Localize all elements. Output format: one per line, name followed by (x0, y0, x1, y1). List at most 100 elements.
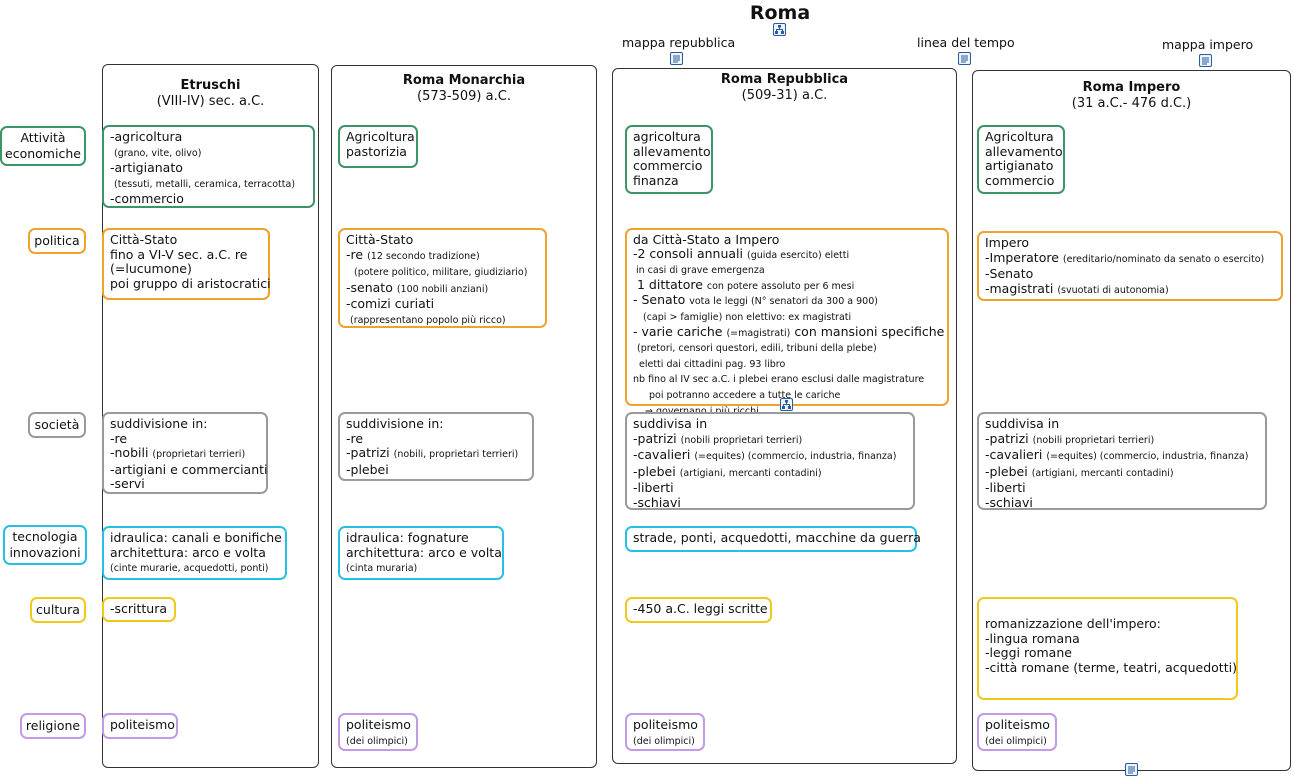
text-line: idraulica: fognature (346, 530, 469, 545)
text-line: Città-Stato (346, 232, 414, 247)
column-header-monarchia: Roma Monarchia (573-509) a.C. (331, 73, 597, 105)
repubblica-politica-box[interactable]: da Città-Stato a Impero -2 consoli annua… (625, 228, 949, 417)
sub-map-icon[interactable] (780, 398, 793, 411)
text-note: (dei olimpici) (346, 735, 408, 747)
repubblica-attivita-box[interactable]: agricoltura allevamento commercio finanz… (625, 125, 713, 194)
etruschi-societa-box[interactable]: suddivisione in: -re -nobili (proprietar… (102, 412, 268, 494)
text-line: finanza (633, 172, 679, 188)
text-line: suddivisione in: (346, 416, 444, 431)
repubblica-tecnologia-box[interactable]: strade, ponti, acquedotti, macchine da g… (625, 526, 921, 552)
repubblica-cultura-box[interactable]: -450 a.C. leggi scritte (625, 597, 772, 623)
impero-attivita-box[interactable]: Agricoltura allevamento artigianato comm… (977, 125, 1065, 194)
text-line: (=lucumone) (110, 261, 192, 276)
impero-religione-box[interactable]: politeismo (dei olimpici) (977, 713, 1057, 751)
text-note: (nobili proprietari terrieri) (1032, 434, 1155, 446)
text-line: -commercio (110, 191, 184, 206)
etruschi-religione-box[interactable]: politeismo (102, 713, 178, 739)
link-linea-del-tempo[interactable]: linea del tempo (917, 35, 1015, 50)
monarchia-attivita-box[interactable]: Agricoltura pastorizia (338, 125, 418, 168)
sub-map-icon[interactable] (773, 23, 786, 36)
text-line: suddivisa in (633, 416, 708, 431)
text-note: eletti dai cittadini pag. 93 libro (639, 358, 786, 370)
text-line: -patrizi (985, 430, 1029, 446)
text-line: -artigianato (110, 160, 183, 175)
text-note: (ereditario/nominato da senato o esercit… (1062, 253, 1265, 265)
text-note: (potere politico, militare, giudiziario) (354, 267, 528, 278)
text-line: -comizi curiati (346, 296, 435, 311)
text-line: commercio (985, 172, 1055, 188)
etruschi-tecnologia-box[interactable]: idraulica: canali e bonifiche architettu… (102, 526, 287, 580)
category-attivita-economiche[interactable]: Attività economiche (0, 126, 86, 166)
text-line: idraulica: canali e bonifiche (110, 530, 282, 545)
text-line: - varie cariche (633, 323, 723, 339)
text-line: Agricoltura (346, 129, 415, 144)
text-line: Impero (985, 235, 1030, 250)
text-line: con mansioni specifiche (794, 323, 945, 339)
monarchia-politica-box[interactable]: Città-Stato -re (12 secondo tradizione) … (338, 228, 547, 328)
text-line: da Città-Stato a Impero (633, 232, 780, 247)
text-line: architettura: arco e volta (346, 544, 502, 560)
text-line: -2 consoli annuali (633, 245, 743, 261)
text-line: politeismo (985, 717, 1050, 732)
category-religione[interactable]: religione (20, 713, 86, 739)
etruschi-cultura-box[interactable]: -scrittura (102, 597, 176, 622)
text-note: (artigiani, mercanti contadini) (679, 467, 822, 479)
impero-societa-box[interactable]: suddivisa in -patrizi (nobili proprietar… (977, 412, 1267, 510)
etruschi-politica-box[interactable]: Città-Stato fino a VI-V sec. a.C. re (=l… (102, 228, 271, 300)
text-note: (12 secondo tradizione) (367, 250, 480, 262)
text-note: (pretori, censori questori, edili, tribu… (637, 343, 877, 355)
text-line: -nobili (110, 445, 149, 460)
category-tecnologia-innovazioni[interactable]: tecnologia innovazioni (3, 525, 87, 565)
repubblica-societa-box[interactable]: suddivisa in -patrizi (nobili proprietar… (625, 412, 915, 510)
category-cultura[interactable]: cultura (30, 597, 86, 623)
text-line: -liberti (985, 480, 1026, 495)
impero-cultura-box[interactable]: romanizzazione dell'impero: -lingua roma… (977, 597, 1238, 700)
text-line: -patrizi (346, 445, 390, 460)
text-line: romanizzazione dell'impero: (985, 616, 1161, 631)
document-icon[interactable] (958, 52, 971, 65)
text-note: in casi di grave emergenza (636, 265, 765, 277)
text-line: -schiavi (985, 494, 1033, 510)
document-icon[interactable] (1199, 54, 1212, 67)
text-line: -leggi romane (985, 645, 1072, 660)
text-line: -artigiani e commercianti (110, 461, 268, 477)
text-line: commercio (633, 158, 703, 173)
monarchia-societa-box[interactable]: suddivisione in: -re -patrizi (nobili, p… (338, 412, 534, 481)
text-note: (artigiani, mercanti contadini) (1031, 467, 1174, 479)
text-line: politeismo (346, 717, 411, 732)
text-line: politeismo (633, 717, 698, 732)
text-note: (=equites) (commercio, industria, finanz… (694, 451, 897, 462)
link-mappa-repubblica[interactable]: mappa repubblica (622, 35, 736, 50)
text-note: (dei olimpici) (633, 735, 695, 747)
text-line: suddivisione in: (110, 416, 208, 431)
repubblica-religione-box[interactable]: politeismo (dei olimpici) (625, 713, 705, 751)
monarchia-tecnologia-box[interactable]: idraulica: fognature architettura: arco … (338, 526, 504, 580)
text-line: 1 dittatore (637, 276, 703, 292)
text-line: strade, ponti, acquedotti, macchine da g… (633, 530, 921, 545)
monarchia-religione-box[interactable]: politeismo (dei olimpici) (338, 713, 418, 751)
text-line: -re (346, 430, 364, 446)
column-period: (VIII-IV) sec. a.C. (156, 94, 265, 109)
text-note: vota le leggi (N° senatori da 300 a 900) (689, 296, 878, 308)
impero-politica-box[interactable]: Impero -Imperatore (ereditario/nominato … (977, 231, 1283, 301)
text-note: nb fino al IV sec a.C. i plebei erano es… (633, 374, 925, 386)
column-title: Roma Impero (1082, 80, 1181, 95)
category-politica[interactable]: politica (28, 228, 86, 254)
etruschi-attivita-box[interactable]: -agricoltura (grano, vite, olivo) -artig… (102, 125, 315, 208)
text-note: con potere assoluto per 6 mesi (706, 280, 855, 292)
document-icon[interactable] (1125, 763, 1138, 776)
category-societa[interactable]: società (28, 412, 86, 438)
text-line: -patrizi (633, 430, 677, 446)
text-note: (=magistrati) (726, 327, 791, 339)
text-line: - Senato (633, 292, 686, 308)
document-icon[interactable] (670, 52, 683, 65)
column-header-etruschi: Etruschi (VIII-IV) sec. a.C. (102, 78, 319, 110)
column-period: (573-509) a.C. (417, 89, 511, 104)
column-title: Etruschi (180, 78, 241, 93)
text-line: architettura: arco e volta (110, 544, 266, 560)
column-title: Roma Repubblica (720, 72, 849, 87)
link-mappa-impero[interactable]: mappa impero (1162, 37, 1254, 52)
text-note: (dei olimpici) (985, 735, 1047, 747)
text-note: (tessuti, metalli, ceramica, terracotta) (114, 178, 296, 190)
text-line: -Imperatore (985, 249, 1059, 265)
